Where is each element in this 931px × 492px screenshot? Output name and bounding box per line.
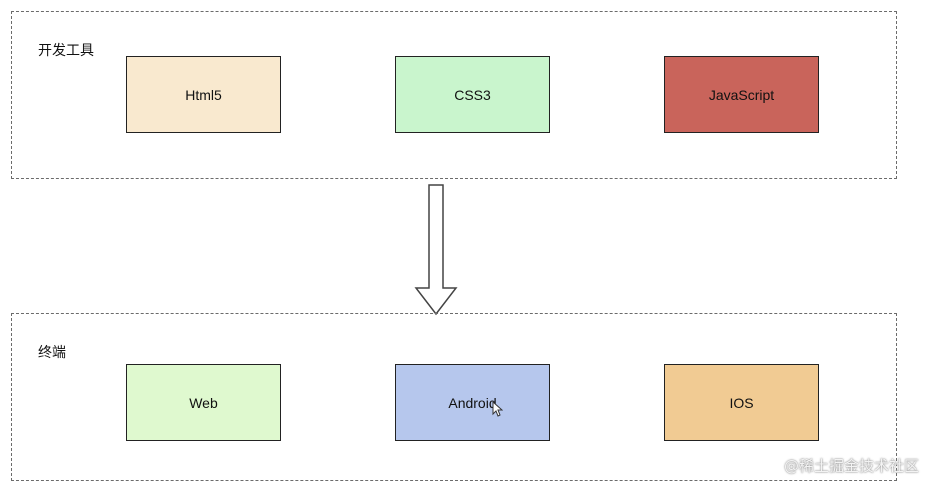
dev-tools-group-label: 开发工具 xyxy=(38,43,94,59)
terminal-group: 终端 xyxy=(11,313,897,481)
android-box-label: Android xyxy=(448,394,497,411)
dev-tools-group: 开发工具 xyxy=(11,11,897,179)
ios-box: IOS xyxy=(664,364,819,441)
ios-box-label: IOS xyxy=(729,394,754,411)
mouse-pointer-icon xyxy=(492,401,503,417)
html5-box: Html5 xyxy=(126,56,281,133)
android-box: Android xyxy=(395,364,550,441)
css3-box-label: CSS3 xyxy=(454,86,491,103)
css3-box: CSS3 xyxy=(395,56,550,133)
javascript-box: JavaScript xyxy=(664,56,819,133)
html5-box-label: Html5 xyxy=(185,86,222,103)
web-box: Web xyxy=(126,364,281,441)
hollow-down-arrow-icon xyxy=(414,184,458,316)
terminal-group-label: 终端 xyxy=(38,345,66,361)
watermark: @稀土掘金技术社区 xyxy=(783,457,919,475)
web-box-label: Web xyxy=(189,394,218,411)
javascript-box-label: JavaScript xyxy=(708,86,775,103)
